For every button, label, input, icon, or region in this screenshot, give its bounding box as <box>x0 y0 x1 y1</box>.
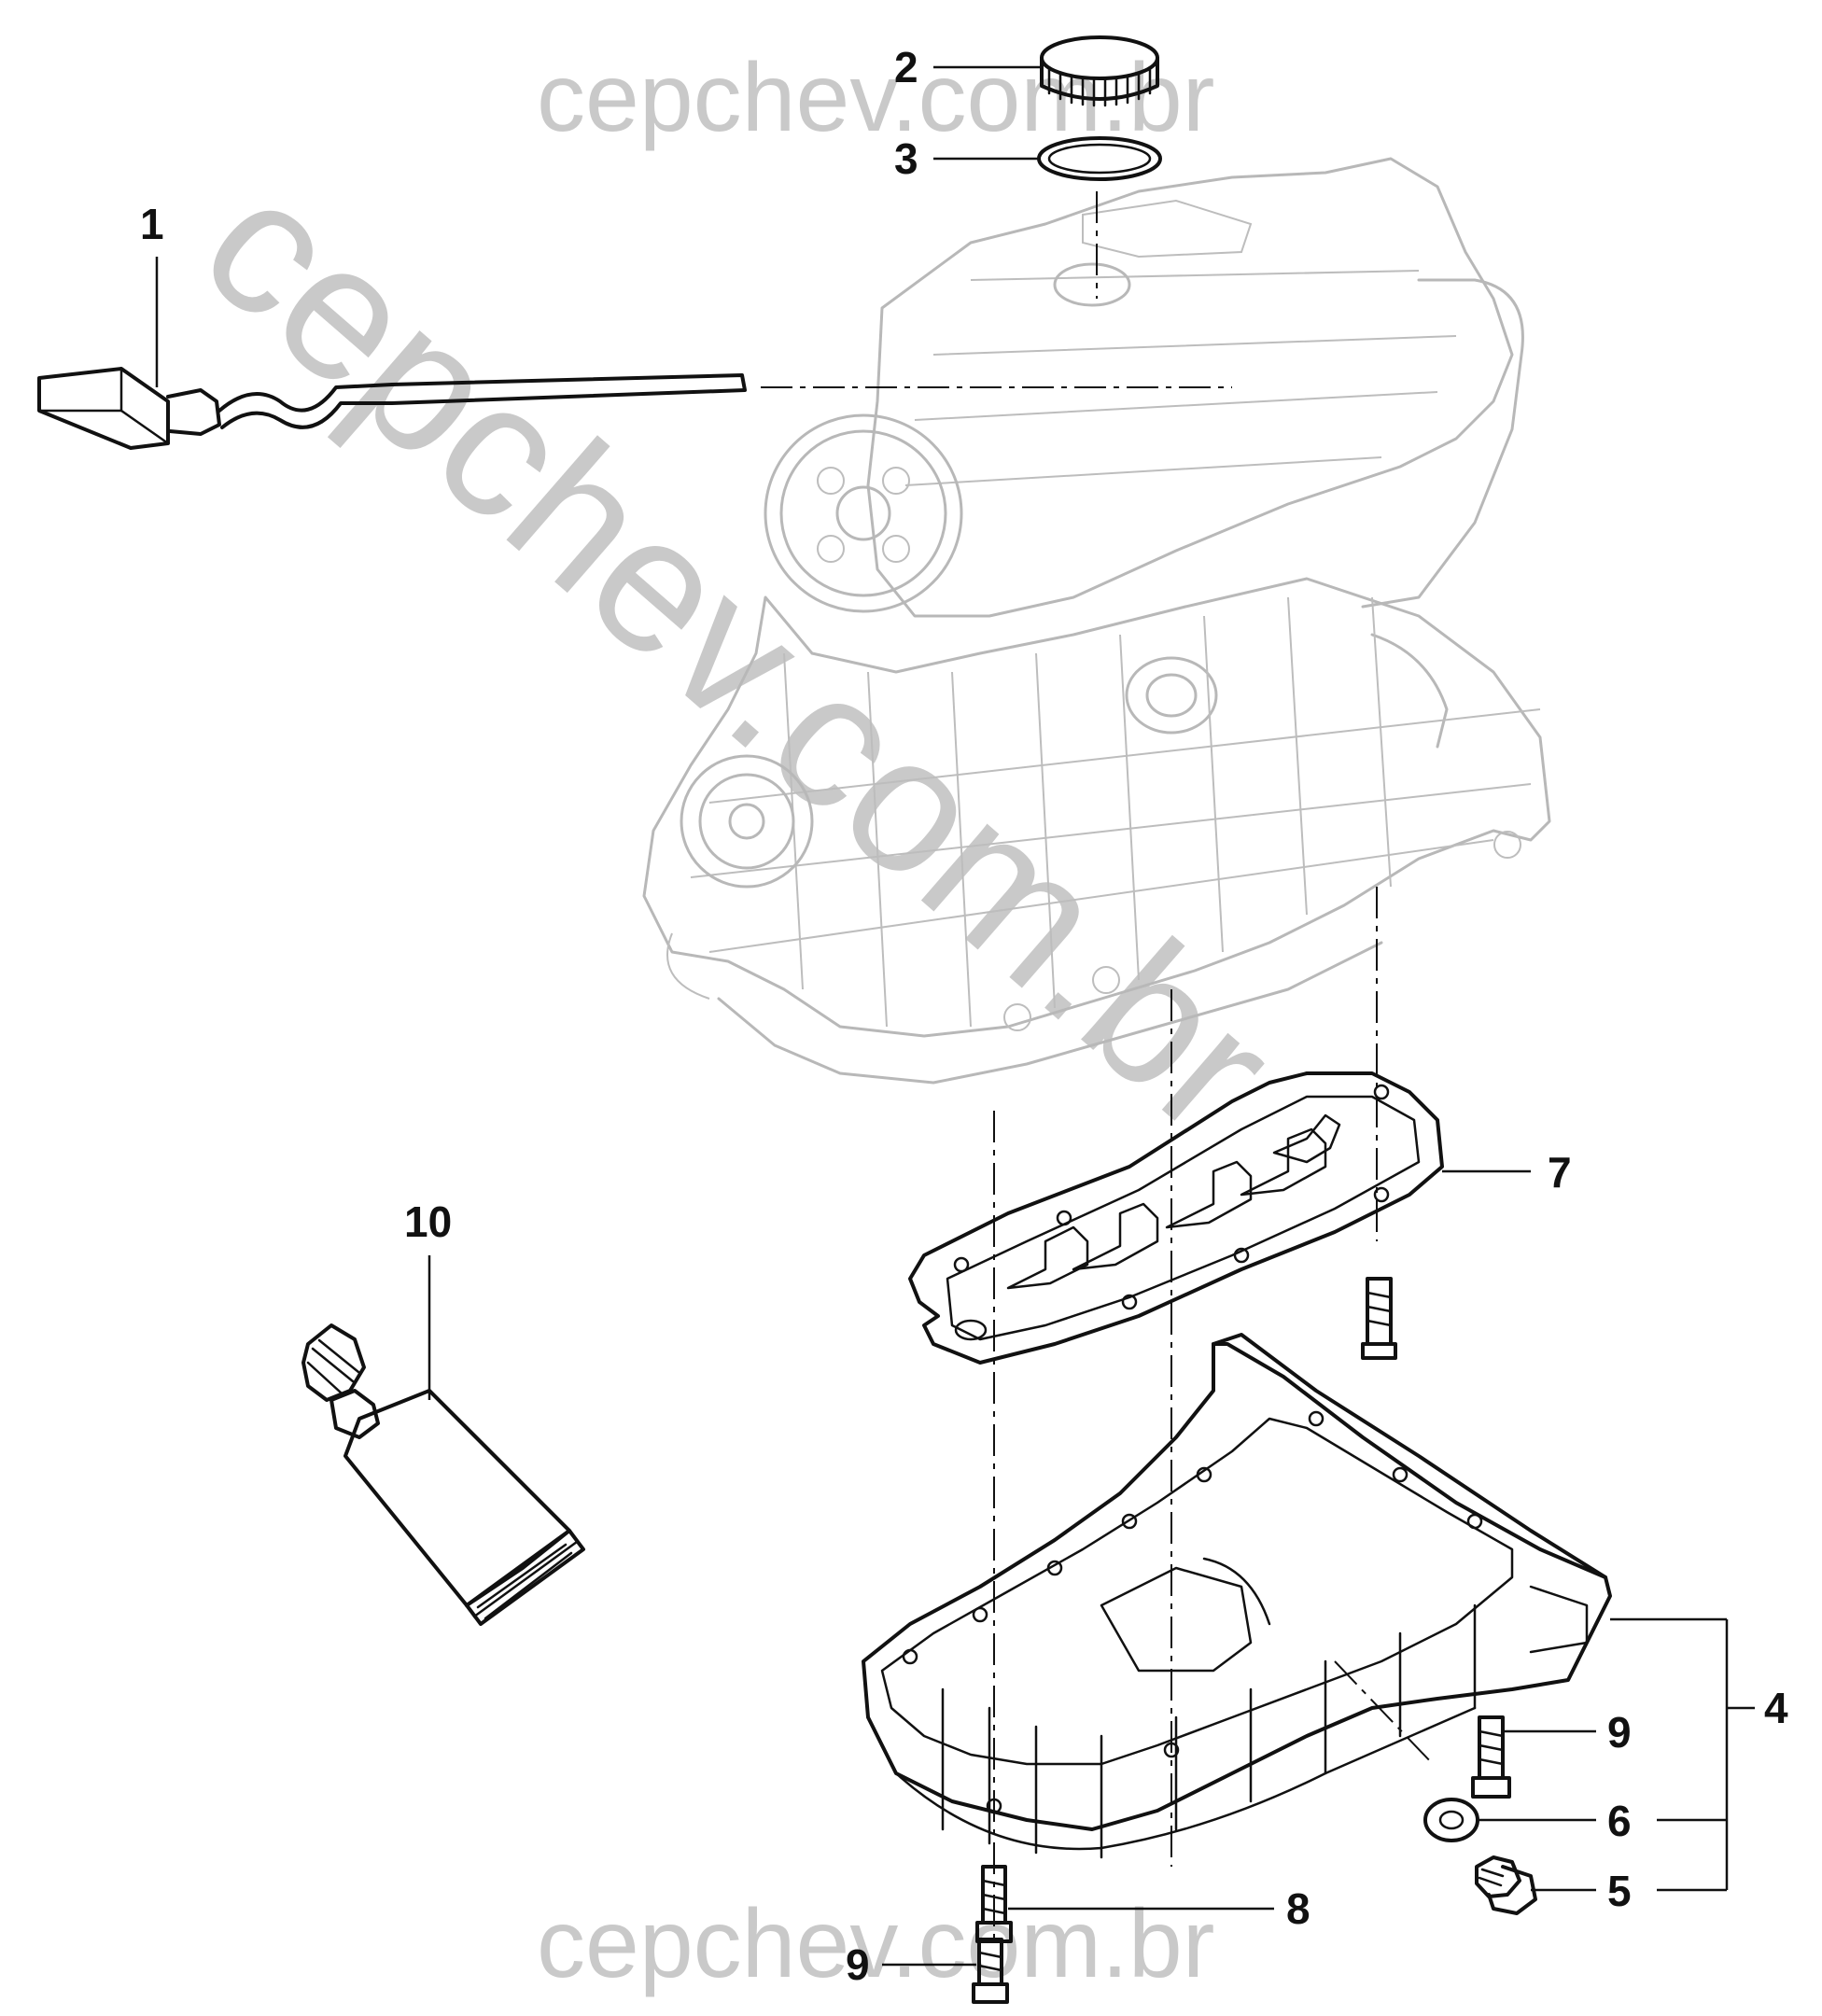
callout-7: 7 <box>1548 1148 1572 1197</box>
sealant-tube <box>301 1323 585 1626</box>
callout-4-bracket <box>1610 1617 1755 1890</box>
dipstick <box>37 367 747 450</box>
callout-1: 1 <box>140 200 164 248</box>
callout-10: 10 <box>404 1197 452 1246</box>
pan-bolt-center <box>975 1865 1013 1943</box>
watermark-diagonal: cepchev.com.br <box>164 135 1313 1173</box>
watermark-bottom: cepchev.com.br <box>537 1890 1214 1998</box>
gasket-stud-bolt <box>1361 1277 1397 1360</box>
callout-4: 4 <box>1764 1684 1788 1732</box>
cap-seal-ring <box>1037 136 1162 181</box>
callout-9-bottom: 9 <box>846 1940 870 1989</box>
oil-pan-gasket <box>908 1071 1444 1365</box>
callout-3: 3 <box>894 134 918 183</box>
callout-8: 8 <box>1286 1884 1310 1933</box>
pan-bolt-right <box>1471 1715 1511 1799</box>
engine-block <box>642 157 1551 1085</box>
oil-filler-cap <box>1040 35 1159 107</box>
drain-plug-washer <box>1423 1798 1479 1842</box>
drain-plug <box>1475 1855 1537 1915</box>
callout-5: 5 <box>1607 1867 1632 1915</box>
callout-6: 6 <box>1607 1797 1632 1845</box>
oil-pan <box>862 1333 1612 1859</box>
bolt-9-visible <box>972 1938 1009 2004</box>
assembly-center-lines <box>761 191 1434 1941</box>
callout-9-right: 9 <box>1607 1708 1632 1757</box>
callout-2: 2 <box>894 43 918 91</box>
